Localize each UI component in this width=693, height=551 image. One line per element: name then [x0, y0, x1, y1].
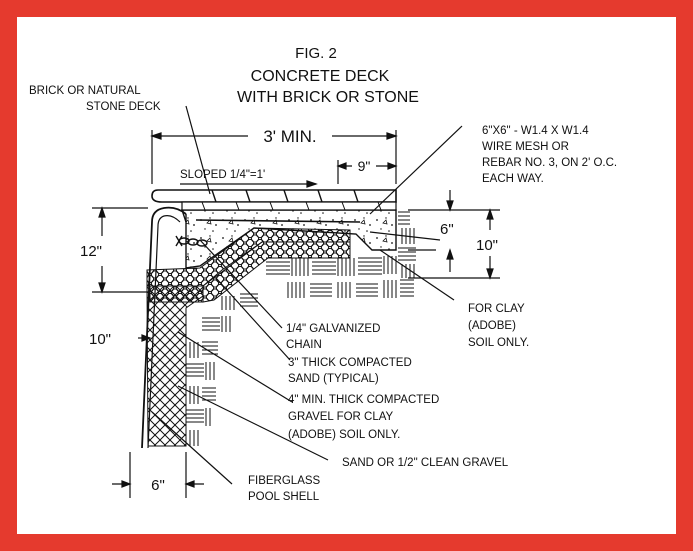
label-shell-1: FIBERGLASS	[248, 475, 321, 487]
leader-gravel	[177, 331, 293, 403]
label-gravel-2: GRAVEL FOR CLAY	[288, 411, 394, 423]
label-mesh-3: REBAR NO. 3, ON 2' O.C.	[482, 157, 617, 169]
figure-title-1: CONCRETE DECK	[251, 68, 390, 85]
dim-right-10: 10"	[476, 237, 498, 254]
brick-deck	[151, 189, 397, 211]
weave-right-row2	[287, 279, 414, 298]
title-block: FIG. 2 CONCRETE DECK WITH BRICK OR STONE	[237, 45, 419, 106]
label-slope: SLOPED 1/4"=1'	[180, 169, 265, 181]
pool-shell	[141, 206, 187, 449]
weave-left-column	[185, 293, 258, 446]
label-clay-2: (ADOBE)	[468, 320, 516, 332]
label-sand-2: SAND (TYPICAL)	[288, 373, 379, 385]
figure-title-2: WITH BRICK OR STONE	[237, 89, 419, 106]
dim-bottom-6: 6"	[151, 477, 165, 494]
galvanized-chain	[175, 235, 208, 247]
dimension-lines	[92, 130, 500, 498]
label-mesh-2: WIRE MESH OR	[482, 141, 569, 153]
dim-depth-10-left: 10"	[89, 331, 111, 348]
label-clay-3: SOIL ONLY.	[468, 337, 529, 349]
leader-clay-2	[369, 231, 441, 241]
dim-right-6: 6"	[440, 221, 454, 238]
label-brick-deck-2: STONE DECK	[86, 101, 161, 113]
dim-depth-12: 12"	[80, 243, 102, 260]
label-chain-2: CHAIN	[286, 339, 322, 351]
leader-mesh	[369, 125, 463, 215]
label-brick-deck-1: BRICK OR NATURAL	[29, 85, 141, 97]
figure-number: FIG. 2	[295, 45, 337, 62]
callouts: BRICK OR NATURAL STONE DECK 6"X6" - W1.4…	[29, 85, 617, 503]
weave-right-row1	[266, 256, 397, 276]
label-sand-gravel: SAND OR 1/2" CLEAN GRAVEL	[342, 457, 509, 469]
label-sand-1: 3" THICK COMPACTED	[288, 357, 412, 369]
leader-sand-gravel	[177, 385, 329, 461]
leader-brick	[185, 105, 211, 195]
label-gravel-1: 4" MIN. THICK COMPACTED	[288, 394, 439, 406]
leader-clay	[379, 249, 455, 301]
leader-lines	[151, 105, 463, 485]
dimension-labels: 3' MIN. 9" 12" 10" 6" 10" 6"	[80, 127, 498, 494]
leader-sand	[215, 277, 291, 361]
label-gravel-3: (ADOBE) SOIL ONLY.	[288, 429, 400, 441]
wire-mesh-line	[195, 219, 361, 223]
label-chain-1: 1/4" GALVANIZED	[286, 323, 380, 335]
dim-overhang: 9"	[358, 158, 371, 174]
sand-layer-lower	[202, 241, 351, 303]
soil-weave	[185, 211, 416, 446]
concrete-slab	[181, 209, 397, 269]
dim-deck-width: 3' MIN.	[263, 127, 316, 146]
label-shell-2: POOL SHELL	[248, 491, 320, 503]
label-mesh-4: EACH WAY.	[482, 173, 544, 185]
label-clay-1: FOR CLAY	[468, 303, 525, 315]
leader-shell	[151, 411, 233, 485]
leader-chain	[199, 239, 283, 329]
label-mesh-1: 6"X6" - W1.4 X W1.4	[482, 125, 589, 137]
